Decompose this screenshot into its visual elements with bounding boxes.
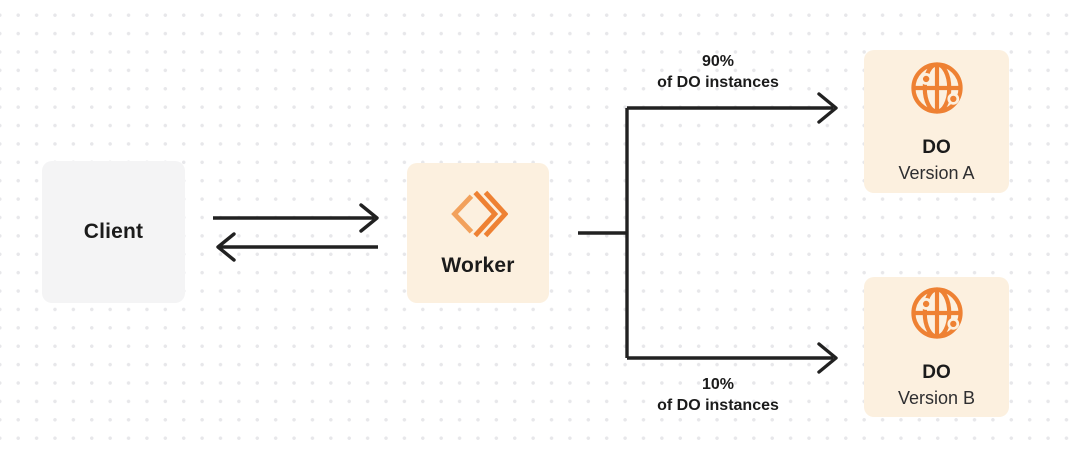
client-label: Client bbox=[83, 220, 144, 243]
globe-icon bbox=[910, 62, 963, 114]
do-version-b-subtitle: Version B bbox=[897, 388, 976, 409]
branch-a-caption: of DO instances bbox=[657, 74, 779, 91]
branch-b-caption: of DO instances bbox=[657, 397, 779, 414]
client-node: Client bbox=[42, 161, 185, 303]
do-version-b-node: DO Version B bbox=[864, 277, 1009, 417]
arrow-branch-version-a bbox=[627, 92, 838, 124]
do-version-a-title: DO bbox=[922, 136, 951, 158]
worker-node: Worker bbox=[407, 163, 549, 303]
globe-icon bbox=[910, 287, 963, 339]
do-version-a-subtitle: Version A bbox=[898, 162, 975, 183]
branch-a-label: 90% of DO instances bbox=[618, 51, 818, 93]
do-version-a-node: DO Version A bbox=[864, 50, 1009, 193]
arrow-client-to-worker bbox=[213, 203, 379, 233]
arrow-worker-to-client bbox=[216, 232, 378, 262]
worker-label: Worker bbox=[441, 254, 515, 277]
do-version-b-title: DO bbox=[922, 362, 951, 384]
branch-a-percent: 90% bbox=[701, 53, 735, 70]
split-connector bbox=[578, 108, 629, 358]
branch-b-label: 10% of DO instances bbox=[618, 374, 818, 416]
branch-b-percent: 10% bbox=[701, 376, 735, 393]
workers-logo-icon bbox=[451, 190, 508, 238]
arrow-branch-version-b bbox=[627, 342, 838, 374]
